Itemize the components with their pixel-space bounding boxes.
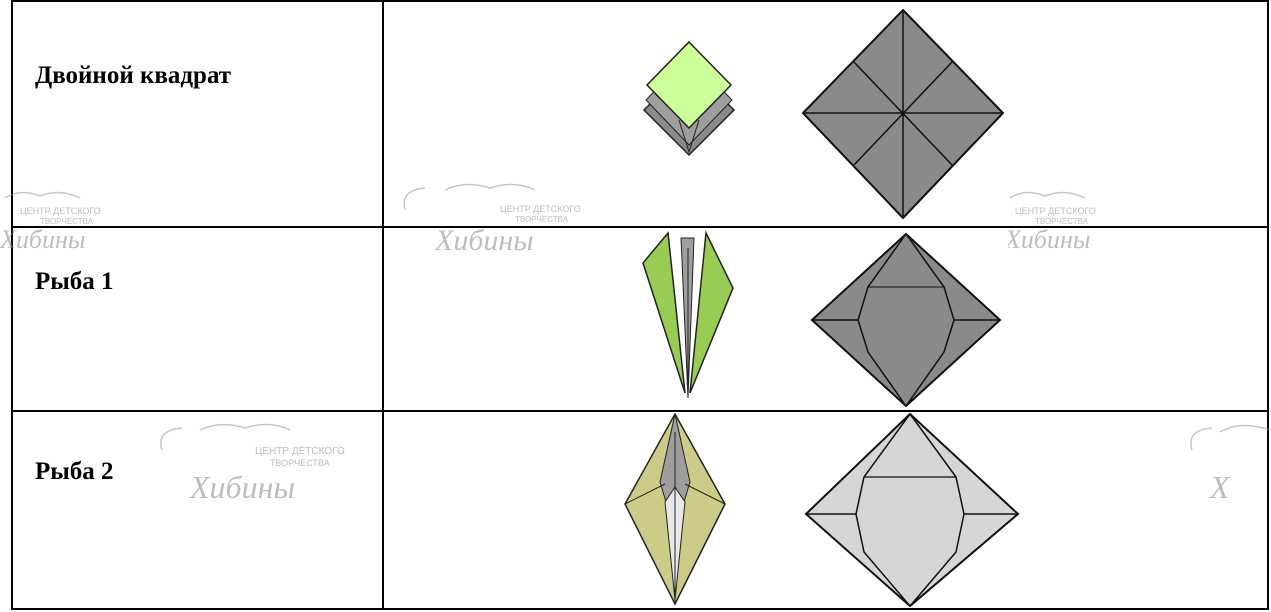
watermark-logo: Х [1180,418,1270,508]
svg-text:ТВОРЧЕСТВА: ТВОРЧЕСТВА [515,215,569,224]
svg-text:Хибины: Хибины [434,224,534,257]
watermark-logo: ЦЕНТР ДЕТСКОГО ТВОРЧЕСТВА Хибины [0,186,130,256]
table-border-left [11,0,13,610]
fish-1-crease-diagram [808,232,1004,408]
table-border-bottom [11,608,1269,610]
double-square-folded-figure [639,40,739,160]
svg-text:ЦЕНТР ДЕТСКОГО: ЦЕНТР ДЕТСКОГО [500,204,581,214]
watermark-logo: ЦЕНТР ДЕТСКОГО ТВОРЧЕСТВА Хибины [395,180,625,260]
svg-text:Хибины: Хибины [1005,225,1090,254]
fish-2-folded-figure [620,412,730,608]
fish-2-crease-diagram [802,412,1022,608]
table-border-top [11,0,1269,2]
svg-text:ТВОРЧЕСТВА: ТВОРЧЕСТВА [270,458,330,468]
svg-text:Хибины: Хибины [188,469,295,505]
double-square-crease-diagram [800,8,1006,222]
svg-text:ЦЕНТР ДЕТСКОГО: ЦЕНТР ДЕТСКОГО [1015,206,1096,216]
row-label-fish-2: Рыба 2 [35,458,114,486]
watermark-logo: ЦЕНТР ДЕТСКОГО ТВОРЧЕСТВА Хибины [150,418,380,508]
svg-text:Х: Х [1208,469,1231,505]
svg-text:ЦЕНТР ДЕТСКОГО: ЦЕНТР ДЕТСКОГО [255,446,345,457]
fish-1-folded-figure [638,228,738,410]
table-border-right [1267,0,1269,610]
row-label-double-square: Двойной квадрат [35,62,231,90]
svg-text:ЦЕНТР ДЕТСКОГО: ЦЕНТР ДЕТСКОГО [20,206,101,216]
svg-text:Хибины: Хибины [0,225,85,254]
row-label-fish-1: Рыба 1 [35,268,114,296]
table-border-mid [382,0,384,610]
watermark-logo: ЦЕНТР ДЕТСКОГО ТВОРЧЕСТВА Хибины [1005,186,1135,256]
